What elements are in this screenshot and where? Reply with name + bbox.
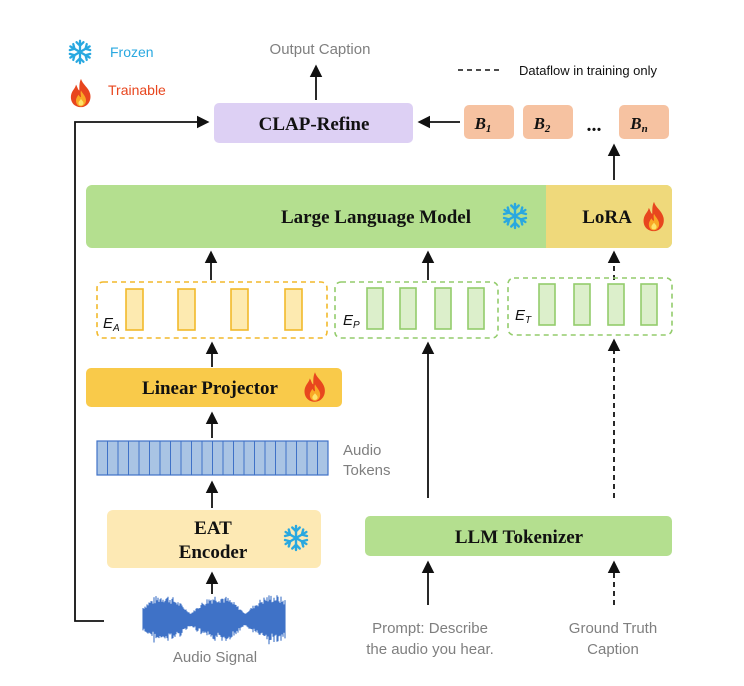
beam-box-n: Bn (619, 105, 669, 139)
output-caption-label: Output Caption (270, 41, 371, 58)
legend-frozen-label: Frozen (110, 44, 154, 60)
beam-box-2: B2 (523, 105, 573, 139)
prompt-label-1: Prompt: Describe (372, 620, 488, 637)
audio-waveform (142, 595, 286, 645)
llm-box (86, 185, 672, 248)
audio-tokens-label-2: Tokens (343, 462, 391, 479)
ea-label: EA (103, 315, 120, 334)
svg-text:B1: B1 (474, 114, 492, 135)
audio-tokens-bar (96, 440, 329, 476)
llm-tokenizer-label: LLM Tokenizer (455, 527, 584, 548)
audio-signal-label: Audio Signal (173, 649, 257, 666)
ground-truth-label-1: Ground Truth (569, 620, 657, 637)
audio-embedding-group: EA (96, 281, 328, 339)
clap-refine-box (214, 103, 413, 143)
text-embedding-group: ET (507, 277, 673, 336)
arrow-signal-to-clap-refine (74, 115, 210, 622)
audio-tokens-label-1: Audio (343, 442, 381, 459)
legend-trainable-label: Trainable (108, 82, 166, 98)
prompt-label-2: the audio you hear. (366, 641, 494, 658)
linear-projector-label: Linear Projector (142, 378, 279, 399)
lora-region (546, 185, 672, 248)
eat-encoder-box (107, 510, 321, 568)
llm-tokenizer-box (365, 516, 672, 556)
beam-ellipsis: ... (587, 114, 602, 136)
eat-encoder-label-2: Encoder (179, 542, 248, 563)
legend-dataflow-label: Dataflow in training only (519, 63, 658, 78)
eat-encoder-label-1: EAT (194, 518, 232, 539)
beam-box-1: B1 (464, 105, 514, 139)
svg-text:B2: B2 (533, 114, 551, 135)
ep-label: EP (343, 312, 360, 331)
legend-snowflake-icon (69, 41, 92, 63)
prompt-embedding-group: EP (334, 281, 499, 339)
legend-fire-icon (70, 78, 91, 108)
ground-truth-label-2: Caption (587, 641, 639, 658)
svg-text:Bn: Bn (629, 114, 647, 135)
linear-projector-box (86, 368, 342, 407)
lora-label: LoRA (582, 207, 632, 228)
et-label: ET (515, 307, 532, 326)
clap-refine-label: CLAP-Refine (259, 114, 370, 135)
llm-label: Large Language Model (281, 207, 471, 228)
